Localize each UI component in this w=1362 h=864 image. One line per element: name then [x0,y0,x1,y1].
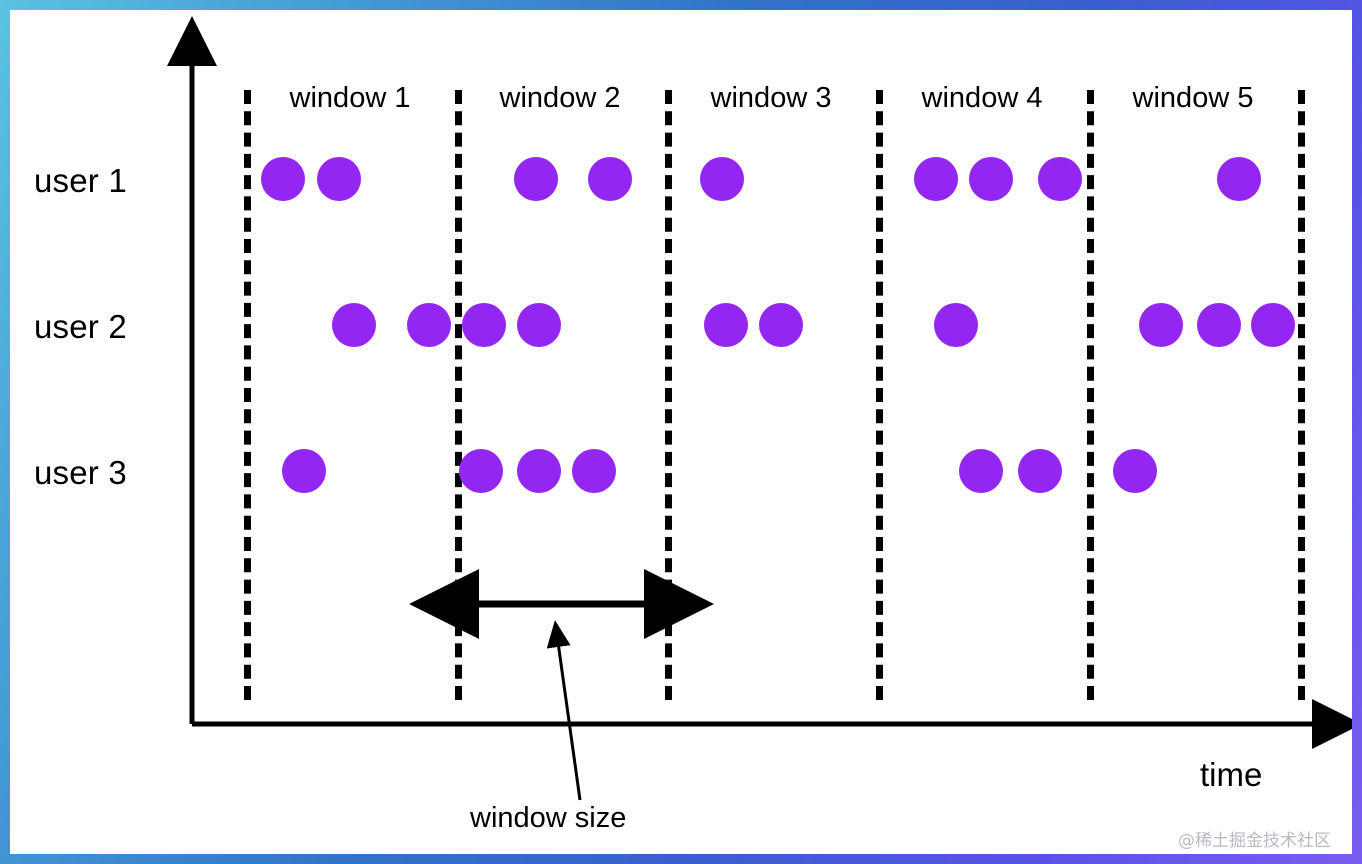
window-label-5: window 5 [1132,82,1254,114]
event-dot [934,303,978,347]
window-label-1: window 1 [289,82,411,114]
window-divider [244,90,251,700]
watermark: @稀土掘金技术社区 [1178,831,1331,851]
event-dot [914,157,958,201]
window-divider [455,90,462,700]
diagram-canvas: window 1 window 2 window 3 window 4 wind… [10,10,1352,854]
window-size-pointer [546,620,582,801]
event-dot [1038,157,1082,201]
window-divider [665,90,672,700]
window-size-label: window size [470,802,627,834]
event-dot [759,303,803,347]
event-dot [1197,303,1241,347]
diagram-svg [167,16,1352,801]
event-dot [959,449,1003,493]
window-divider [1298,90,1305,700]
event-dot [1251,303,1295,347]
window-label-2: window 2 [499,82,621,114]
event-dot [588,157,632,201]
event-dot [1018,449,1062,493]
event-dot [332,303,376,347]
event-dot [517,449,561,493]
event-dot [704,303,748,347]
event-dot [514,157,558,201]
x-axis-label: time [1200,756,1263,793]
row-label-user-3: user 3 [34,454,127,491]
event-dot [517,303,561,347]
event-dot [317,157,361,201]
window-label-4: window 4 [921,82,1043,114]
window-divider [876,90,883,700]
row-label-user-1: user 1 [34,162,127,199]
event-dot [572,449,616,493]
event-dot [462,303,506,347]
event-dot [282,449,326,493]
event-dot [700,157,744,201]
window-label-3: window 3 [710,82,832,114]
event-dot [1139,303,1183,347]
event-dot [407,303,451,347]
window-divider [1087,90,1094,700]
event-dot [969,157,1013,201]
event-dot [459,449,503,493]
event-dot [261,157,305,201]
row-label-user-2: user 2 [34,308,127,345]
event-dot [1113,449,1157,493]
event-dot [1217,157,1261,201]
window-size-pointer-line [546,620,582,801]
